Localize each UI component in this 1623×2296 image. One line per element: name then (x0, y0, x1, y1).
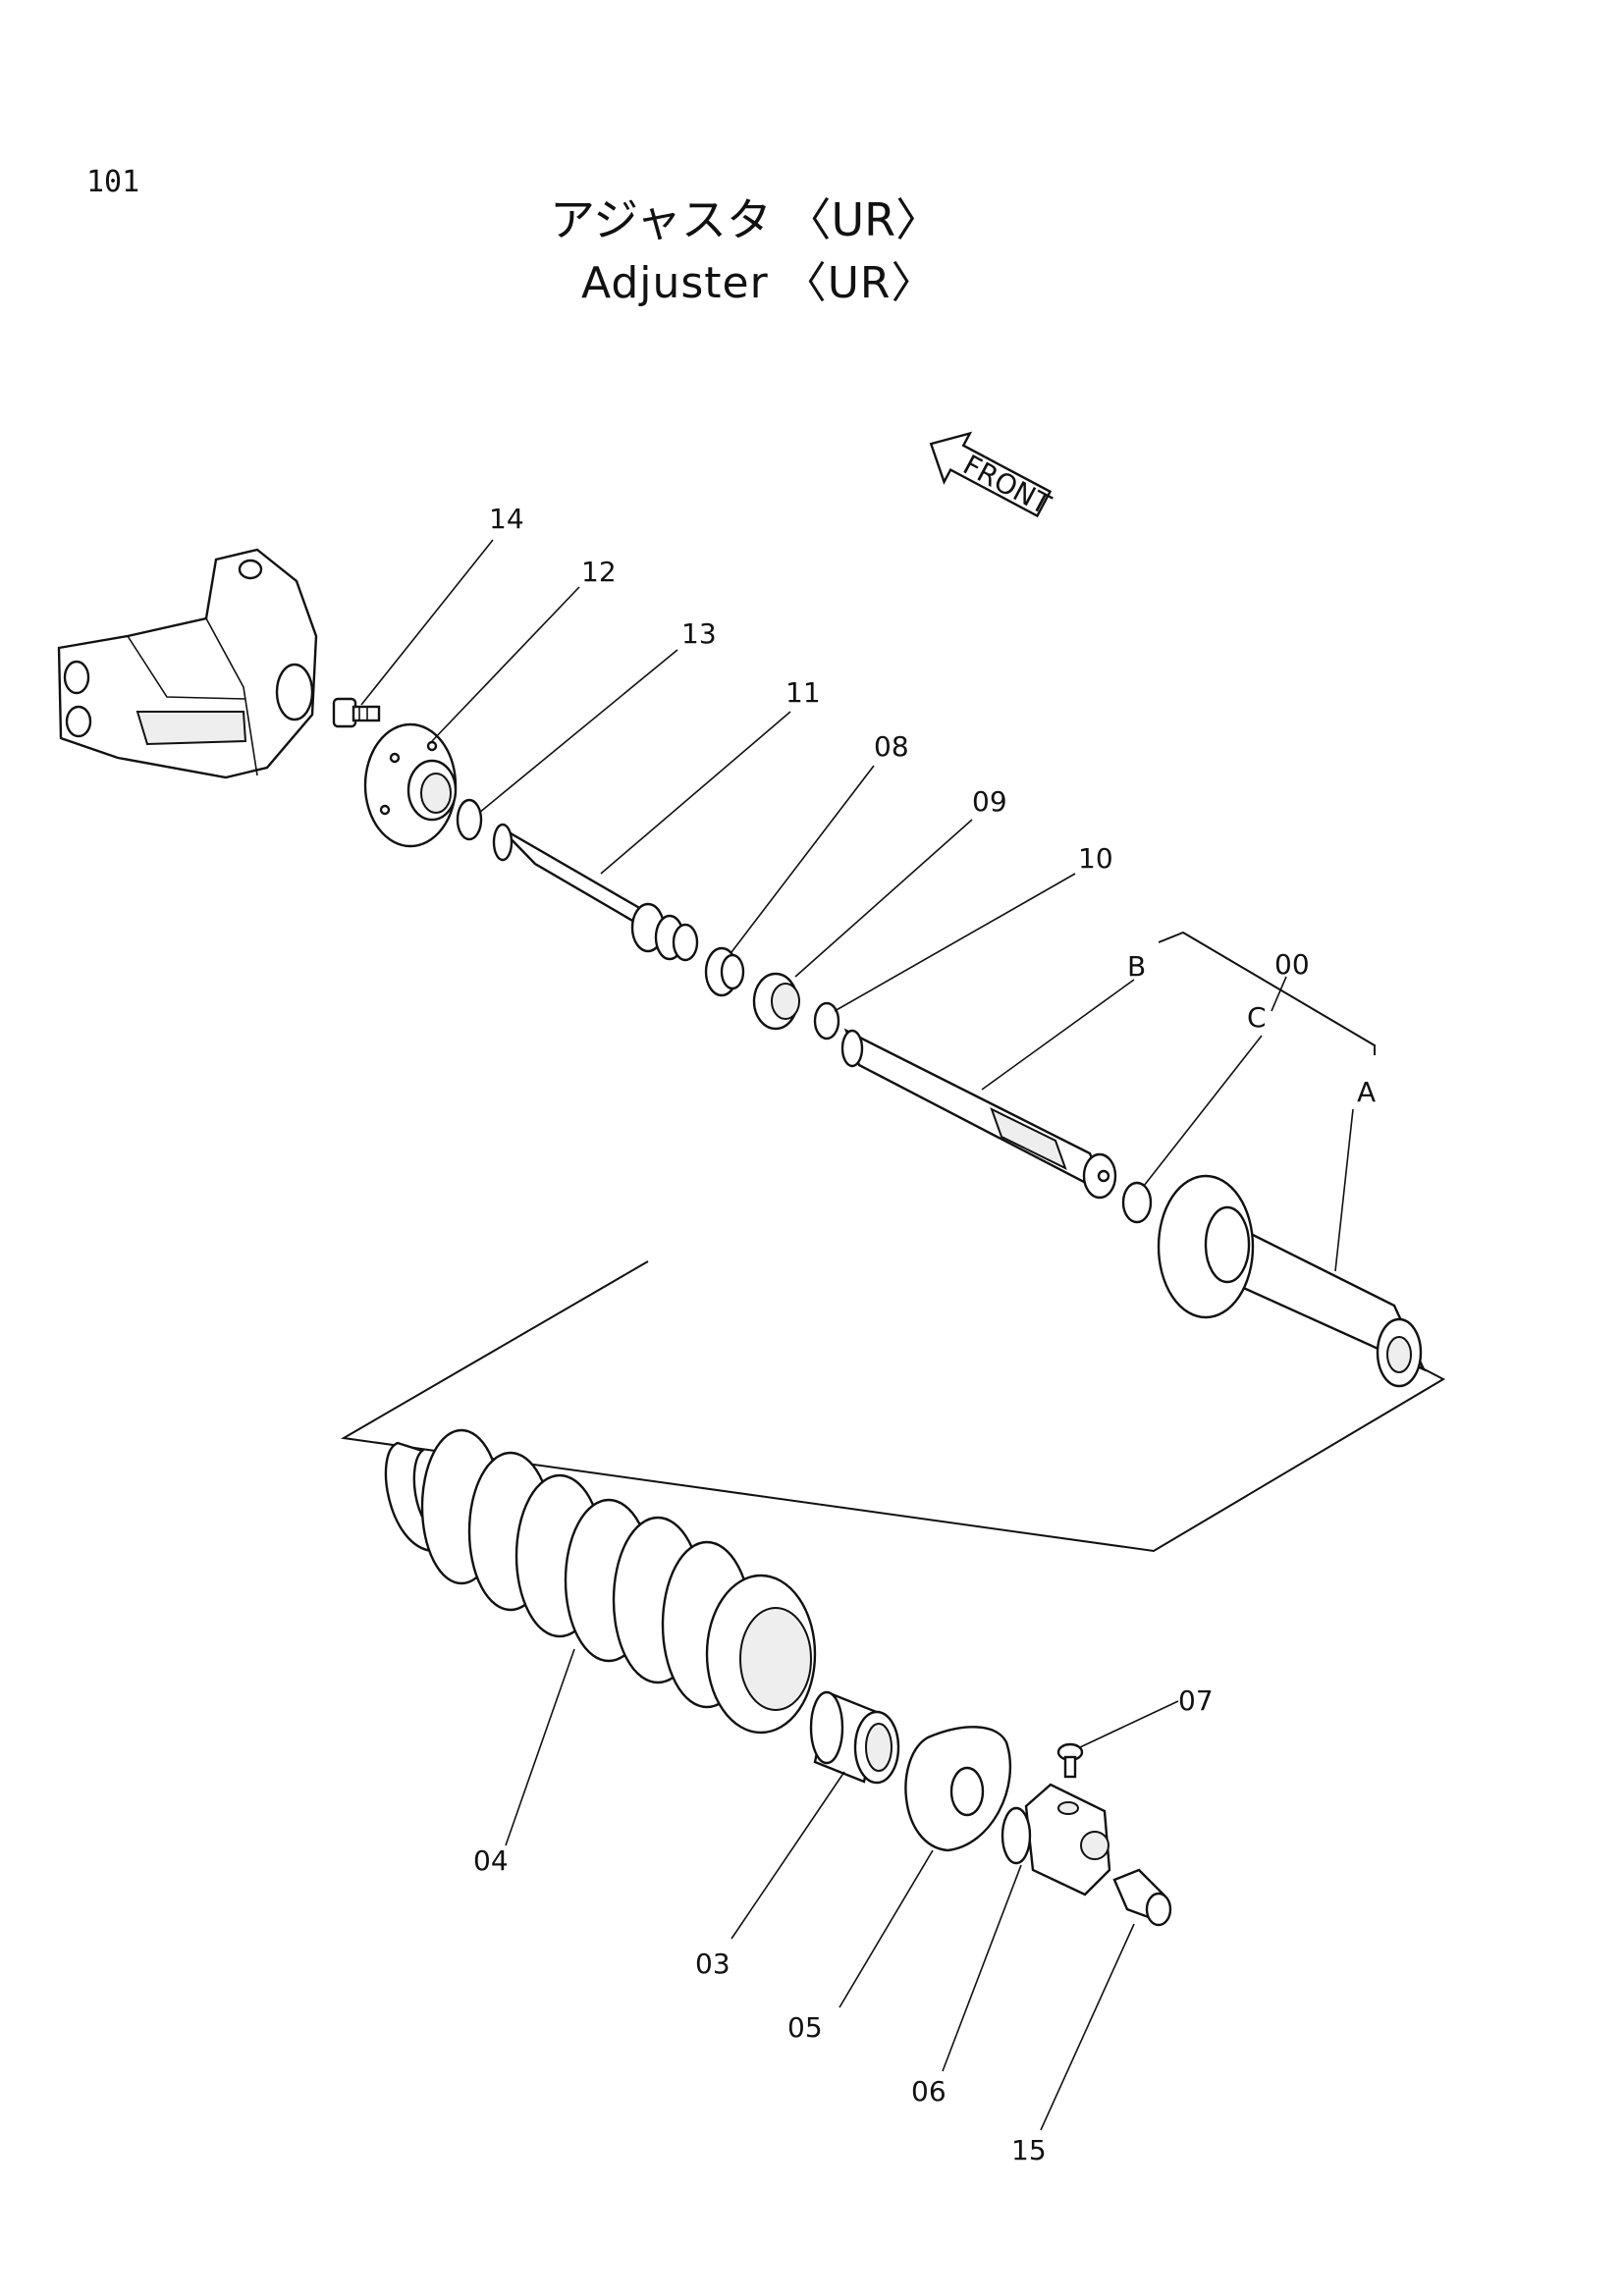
part-03-spacer (809, 1690, 900, 1785)
leader-08 (730, 765, 875, 953)
part-06-body (1001, 1783, 1111, 1896)
callout-14: 14 (489, 503, 524, 535)
page-title-japanese: アジャスタ 〈UR〉 (550, 193, 942, 246)
front-arrow-marker: FRONT (929, 431, 1057, 521)
callout-03: 03 (695, 1948, 730, 1980)
part-12-flange (363, 722, 458, 848)
callout-c: C (1247, 1001, 1267, 1034)
callout-13: 13 (681, 617, 717, 650)
leader-09 (794, 819, 973, 978)
leader-a (1334, 1108, 1354, 1272)
perspective-guide-box (340, 1260, 1446, 1553)
leader-07 (1079, 1700, 1179, 1748)
part-09-seal (752, 972, 800, 1031)
callout-10: 10 (1078, 842, 1113, 875)
callout-09: 09 (972, 785, 1007, 818)
part-14-bolt (332, 697, 381, 728)
part-c-o-ring (1121, 1181, 1153, 1224)
leader-12 (431, 586, 580, 742)
callout-a: A (1357, 1076, 1376, 1108)
assembly-00-bracket (1158, 931, 1376, 1055)
leader-15 (1040, 1923, 1135, 2131)
leader-lines (360, 539, 1354, 2131)
bracket-part (57, 548, 318, 779)
callout-15: 15 (1011, 2134, 1047, 2166)
callout-labels: 14 12 13 11 08 09 10 00 B C A 07 04 03 0… (473, 503, 1376, 2166)
leader-10 (834, 873, 1076, 1012)
callout-05: 05 (787, 2011, 823, 2044)
leader-03 (730, 1771, 845, 1940)
part-07-fitting (1056, 1742, 1084, 1779)
leader-14 (360, 539, 494, 706)
callout-04: 04 (473, 1844, 509, 1877)
leader-06 (942, 1864, 1022, 2072)
page-number: 101 (86, 165, 140, 199)
callout-b: B (1127, 950, 1146, 983)
callout-12: 12 (581, 556, 617, 588)
callout-07: 07 (1178, 1684, 1214, 1717)
leader-13 (478, 649, 678, 814)
leader-c (1143, 1035, 1263, 1187)
part-13-o-ring (456, 798, 483, 841)
part-05-plate (904, 1726, 1012, 1852)
callout-06: 06 (911, 2075, 947, 2108)
leader-04 (505, 1648, 575, 1846)
leader-00 (1271, 976, 1287, 1012)
part-b-piston-rod (840, 1028, 1117, 1200)
part-a-cylinder (1157, 1174, 1427, 1388)
front-label: FRONT (958, 449, 1057, 521)
page-title-english: Adjuster 〈UR〉 (581, 258, 936, 308)
part-08-collar (704, 946, 745, 997)
part-15-grease-fitting (1112, 1868, 1172, 1927)
part-10-snap-ring (813, 1001, 840, 1041)
leader-05 (839, 1849, 934, 2008)
leader-b (981, 979, 1135, 1091)
leader-11 (600, 711, 791, 875)
part-11-rod (492, 823, 699, 962)
callout-11: 11 (785, 676, 821, 709)
callout-00: 00 (1274, 948, 1310, 981)
part-04-spring (384, 1428, 817, 1735)
callout-08: 08 (874, 730, 909, 763)
